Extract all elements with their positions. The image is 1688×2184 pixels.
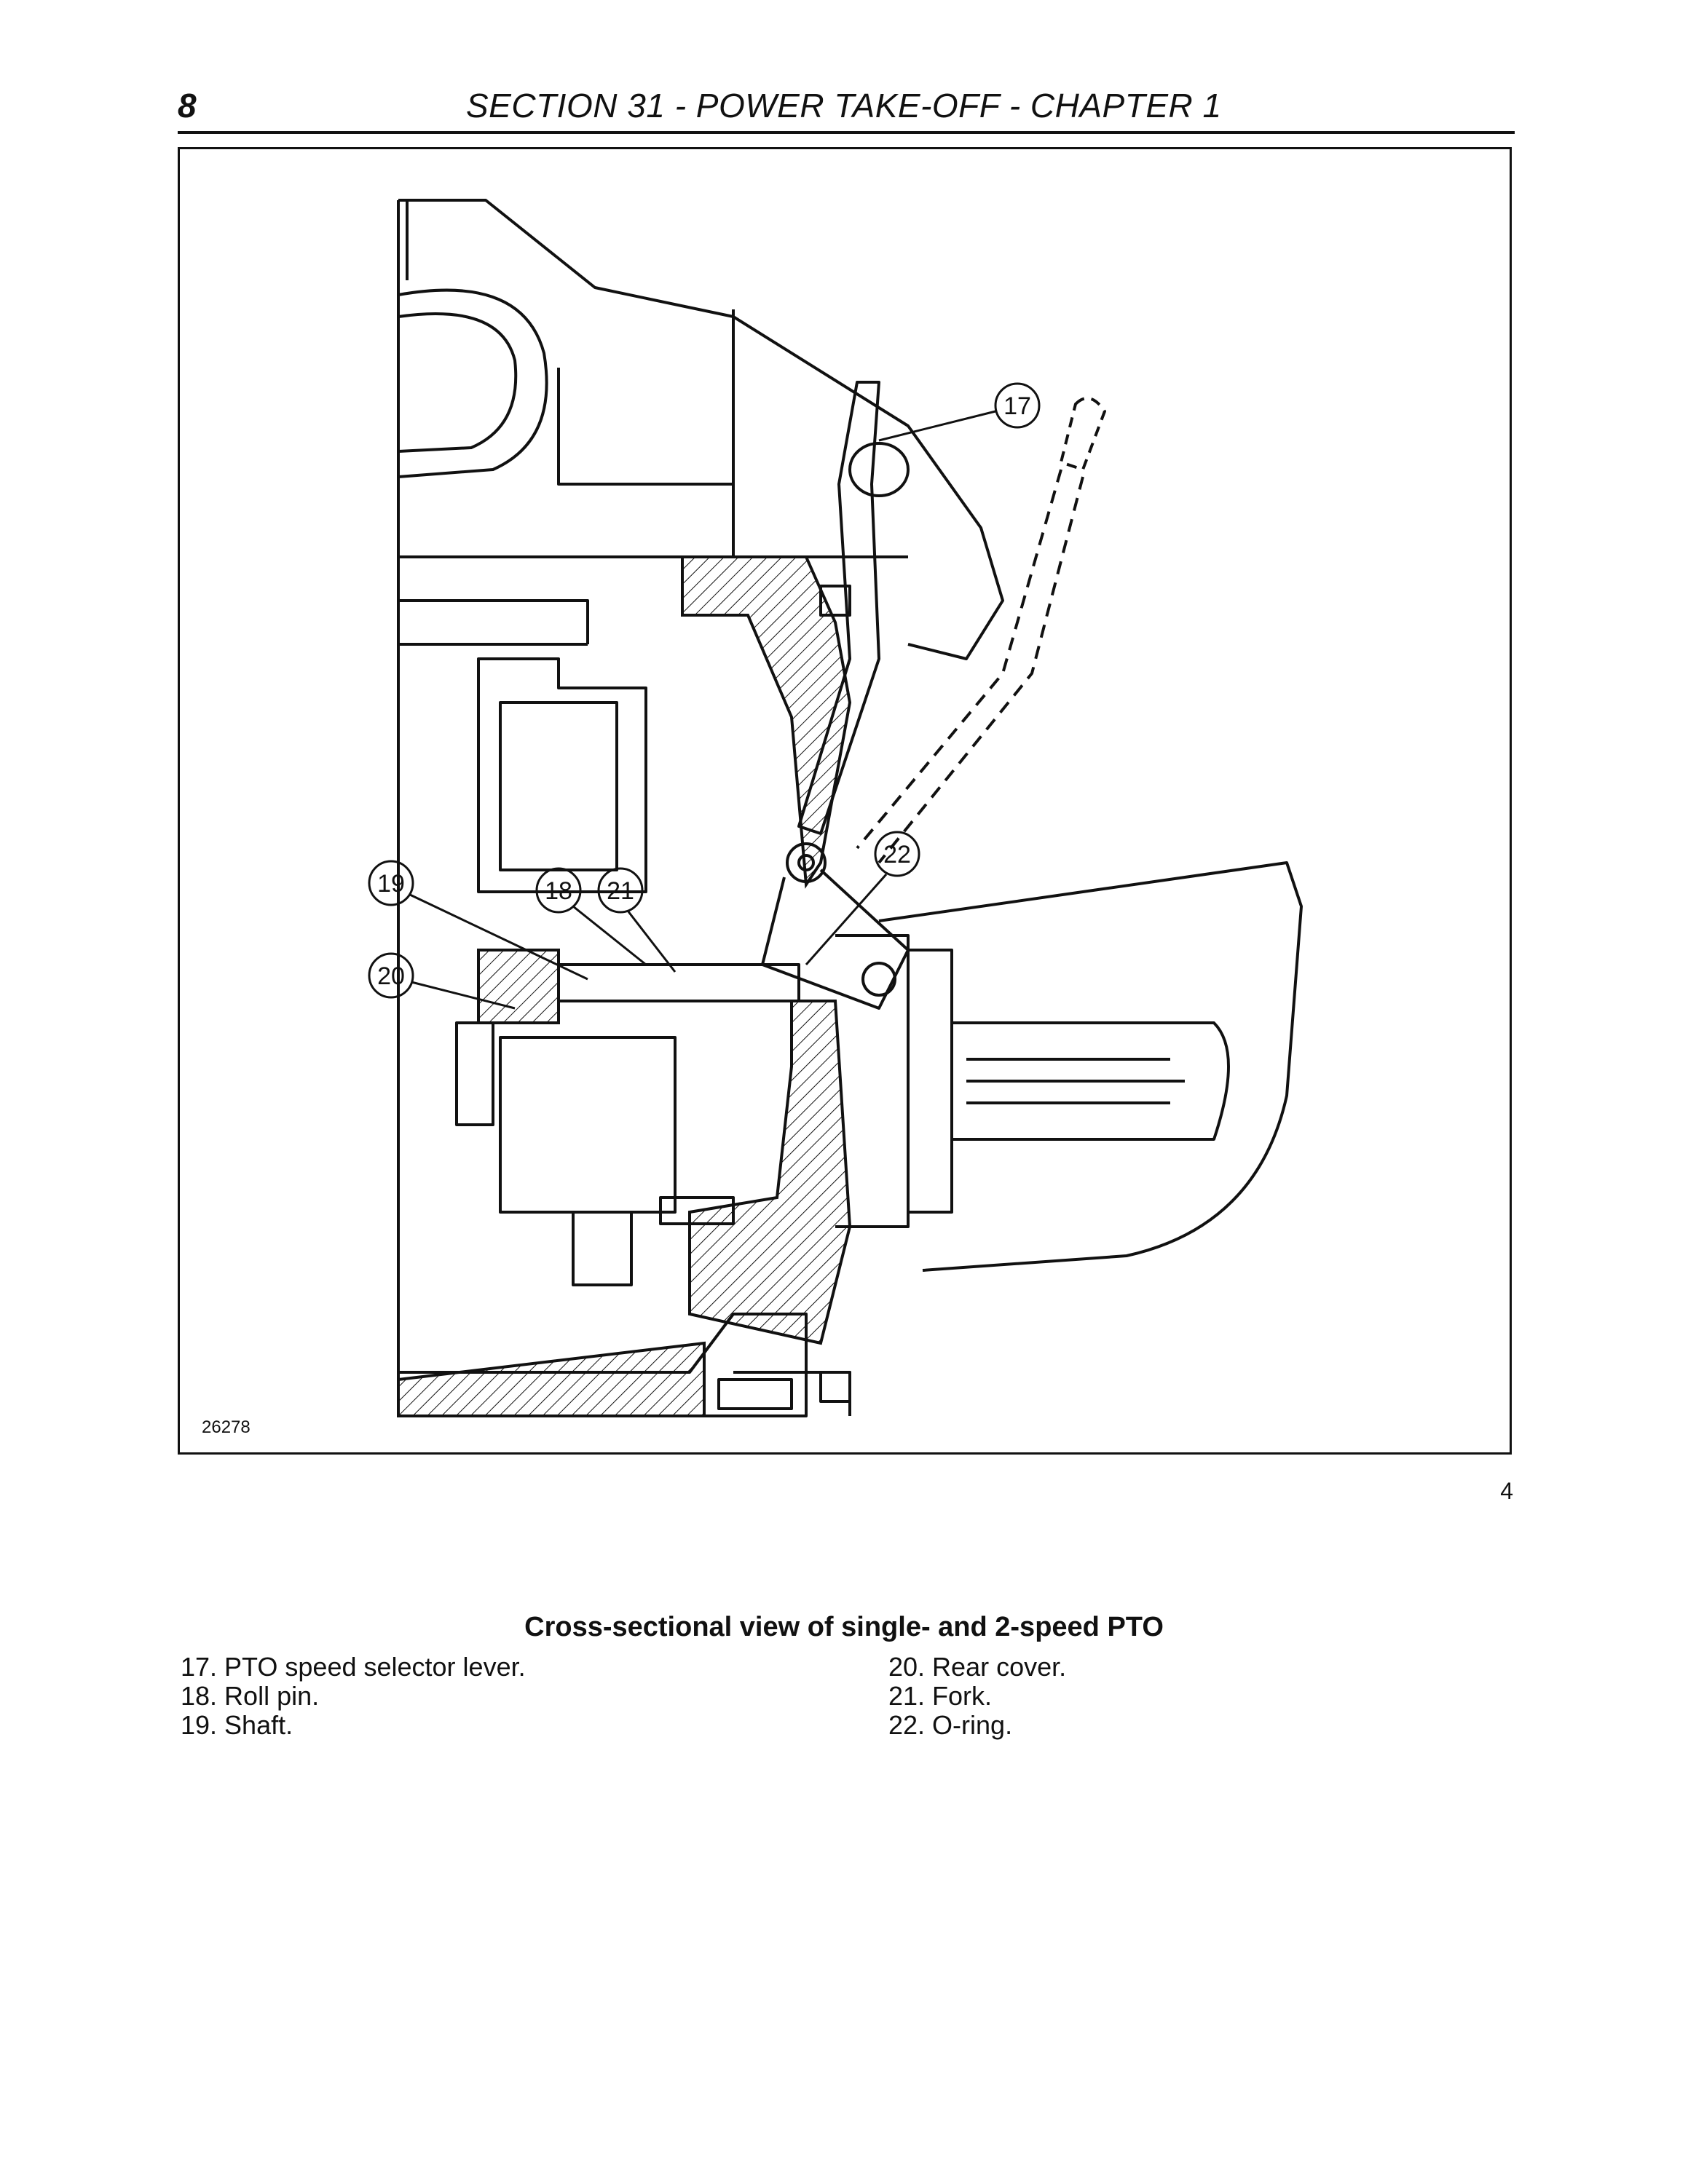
legend-left: 17. PTO speed selector lever. 18. Roll p… (181, 1653, 526, 1740)
legend-right: 20. Rear cover. 21. Fork. 22. O-ring. (888, 1653, 1066, 1740)
callout-19-circle (368, 860, 414, 906)
legend-item: 21. Fork. (888, 1681, 993, 1711)
legend-item: 17. PTO speed selector lever. (181, 1652, 526, 1682)
callout-18: 18 (545, 877, 572, 905)
callout-22-circle (874, 831, 920, 877)
fork (761, 869, 910, 1010)
hatched-section-top (681, 555, 852, 889)
callout-20: 20 (377, 962, 405, 990)
housing-bore (398, 288, 548, 478)
gear-block-upper (477, 657, 647, 893)
rear-cover (835, 934, 910, 1228)
bolt-left (455, 1021, 494, 1126)
hatched-left-ring (477, 949, 560, 1024)
callout-18-circle (535, 867, 582, 914)
callout-17: 17 (1003, 392, 1031, 420)
figure-id-code: 26278 (202, 1417, 251, 1437)
figure-frame: 17 18 19 20 21 22 26278 (178, 147, 1512, 1455)
hatched-section-bottom (397, 1341, 706, 1417)
legend-item: 19. Shaft. (181, 1710, 293, 1740)
figure-number: 4 (1500, 1478, 1513, 1504)
upper-housing (398, 199, 1004, 660)
page-number: 8 (178, 87, 197, 124)
section-title: SECTION 31 - POWER TAKE-OFF - CHAPTER 1 (466, 87, 1222, 124)
header-rule (178, 131, 1515, 134)
callout-20-circle (368, 952, 414, 999)
figure-caption: Cross-sectional view of single- and 2-sp… (524, 1612, 1164, 1642)
callout-22: 22 (883, 841, 911, 869)
shaft (557, 963, 800, 1002)
gear-block-lower (499, 1036, 677, 1214)
legend-item: 20. Rear cover. (888, 1652, 1067, 1682)
legend-item: 22. O-ring. (888, 1710, 1013, 1740)
callout-19: 19 (377, 870, 405, 898)
pto-output-shaft (952, 1021, 1230, 1141)
callout-21: 21 (607, 877, 634, 905)
legend-item: 18. Roll pin. (181, 1681, 320, 1711)
pto-cross-section-drawing: 17 18 19 20 21 22 (368, 199, 1303, 1417)
callout-17-circle (994, 382, 1041, 429)
hatched-section-mid (688, 1000, 852, 1345)
pto-guard (878, 861, 1303, 1272)
callout-21-circle (597, 867, 644, 914)
